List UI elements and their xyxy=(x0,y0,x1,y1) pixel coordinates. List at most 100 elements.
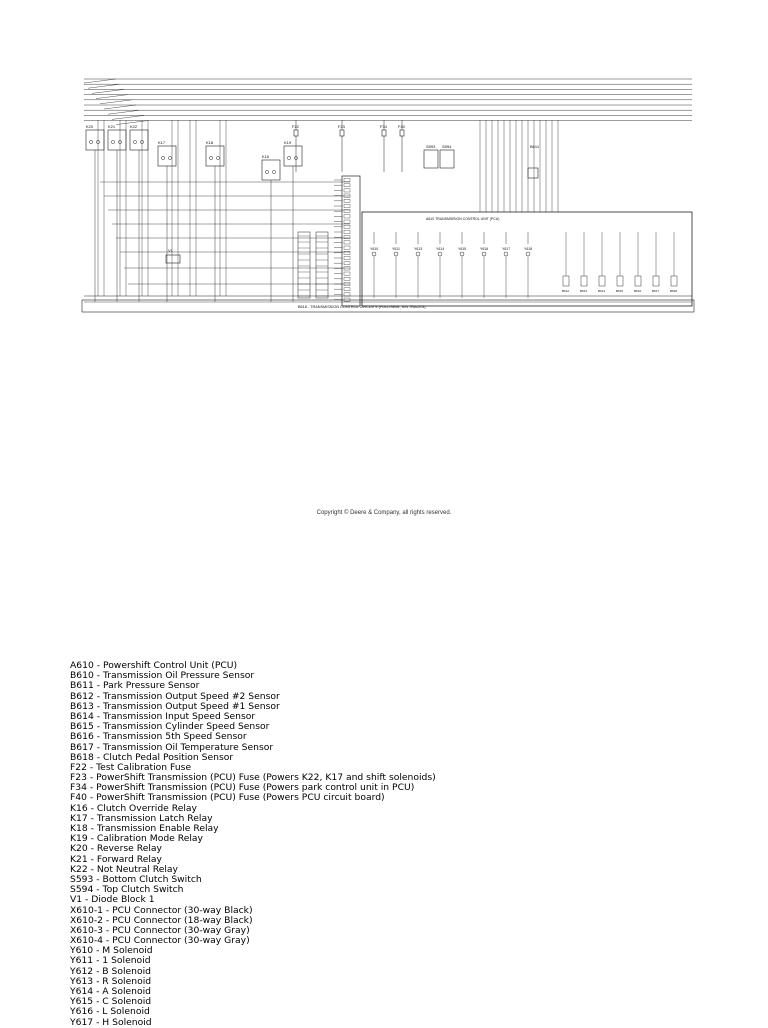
connector-pin xyxy=(343,277,351,281)
legend-item: B611 - Park Pressure Sensor xyxy=(70,680,200,692)
legend-item: F34 - PowerShift Transmission (PCU) Fuse… xyxy=(70,782,415,794)
solenoid-y616-label: Y616 xyxy=(480,247,488,251)
legend-item: Y615 - C Solenoid xyxy=(70,996,152,1008)
solenoid-y610 xyxy=(371,251,377,257)
legend-item: Y616 - L Solenoid xyxy=(70,1006,150,1018)
fuse-f34 xyxy=(381,129,387,137)
sensor-b616-label: B616 xyxy=(634,289,641,293)
connector-pin xyxy=(343,251,351,255)
relay-coil xyxy=(209,156,213,160)
sensor-b617-label: B617 xyxy=(652,289,659,293)
connector-pin xyxy=(343,245,351,250)
legend-item: B618 - Clutch Pedal Position Sensor xyxy=(70,751,234,763)
fuse-f40 xyxy=(399,129,405,137)
bus-tap xyxy=(115,120,149,125)
sensor-b611 xyxy=(527,167,539,179)
legend-item: B613 - Transmission Output Speed #1 Sens… xyxy=(70,700,280,712)
sensor-b618 xyxy=(670,275,678,287)
copyright-notice: Copyright © Deere & Company, all rights … xyxy=(316,510,452,516)
relay-k21-label: K21 xyxy=(108,124,116,129)
bus-tap xyxy=(111,115,145,120)
title-box xyxy=(81,299,695,313)
relay-coil xyxy=(133,140,137,144)
solenoid-y617 xyxy=(503,251,509,257)
connector-pin xyxy=(343,219,351,224)
relay-coil xyxy=(294,156,298,160)
connector-pin xyxy=(343,297,351,302)
solenoid-y614-label: Y614 xyxy=(436,247,444,251)
solenoid-y617-label: Y617 xyxy=(502,247,510,251)
connector-x610 xyxy=(341,175,361,307)
switch-s594-label: S594 xyxy=(442,144,452,149)
legend-item: F23 - PowerShift Transmission (PCU) Fuse… xyxy=(70,772,436,784)
legend-item: B615 - Transmission Cylinder Speed Senso… xyxy=(70,721,270,733)
relay-coil xyxy=(272,170,276,174)
connector-pin xyxy=(343,256,351,260)
sensor-b616 xyxy=(634,275,642,287)
sensor-b611-label: B611 xyxy=(530,144,540,149)
connector-pin xyxy=(343,225,351,229)
relay-k20 xyxy=(85,129,105,151)
solenoid-y613-label: Y613 xyxy=(414,247,422,251)
relay-k16-label: K16 xyxy=(262,154,270,159)
legend-item: S593 - Bottom Clutch Switch xyxy=(70,873,202,885)
relay-coil xyxy=(161,156,165,160)
legend-item: Y614 - A Solenoid xyxy=(70,986,151,997)
relay-coil xyxy=(265,170,269,174)
relay-coil xyxy=(287,156,291,160)
pcu-label: A610 TRANSMISSION CONTROL UNIT (PCU) xyxy=(426,217,499,221)
pcu-box xyxy=(361,211,693,307)
legend-item: F22 - Test Calibration Fuse xyxy=(70,761,192,773)
sensor-b618-label: B618 xyxy=(670,289,677,293)
relay-coil xyxy=(89,140,93,144)
connector-pin xyxy=(343,178,351,182)
solenoid-y611-label: Y611 xyxy=(392,247,400,251)
connector-pin xyxy=(343,282,351,286)
legend-item: K18 - Transmission Enable Relay xyxy=(70,823,219,834)
solenoid-y614 xyxy=(437,251,443,257)
connector-pin xyxy=(343,240,351,245)
sensor-b615-label: B615 xyxy=(616,289,623,293)
connector-pin xyxy=(343,214,351,219)
solenoid-y610-label: Y610 xyxy=(370,247,378,251)
legend-item: F40 - PowerShift Transmission (PCU) Fuse… xyxy=(70,792,385,804)
solenoid-y611 xyxy=(393,251,399,257)
connector-pin xyxy=(343,292,351,297)
connector-pin xyxy=(343,204,351,208)
connector-pin xyxy=(343,230,351,234)
connector-x610-column xyxy=(297,231,311,299)
switch-s593-label: S593 xyxy=(426,144,436,149)
solenoid-y618 xyxy=(525,251,531,257)
sensor-b615 xyxy=(616,275,624,287)
legend-item: B610 - Transmission Oil Pressure Sensor xyxy=(70,670,255,682)
legend-item: B614 - Transmission Input Speed Sensor xyxy=(70,710,256,722)
bus-tap xyxy=(87,84,121,89)
solenoid-y615 xyxy=(459,251,465,257)
solenoid-y616 xyxy=(481,251,487,257)
relay-coil xyxy=(111,140,115,144)
connector-pin xyxy=(343,287,351,291)
solenoid-y615-label: Y615 xyxy=(458,247,466,251)
sensor-b614-label: B614 xyxy=(598,289,605,293)
legend-item: K22 - Not Neutral Relay xyxy=(70,863,178,875)
legend-item: Y617 - H Solenoid xyxy=(70,1016,152,1028)
relay-k17 xyxy=(157,145,177,167)
relay-k22 xyxy=(129,129,149,151)
legend-item: S594 - Top Clutch Switch xyxy=(70,884,184,896)
solenoid-y613 xyxy=(415,251,421,257)
legend-item: K20 - Reverse Relay xyxy=(70,843,162,855)
sensor-b612-label: B612 xyxy=(562,289,569,293)
switch-s593 xyxy=(423,149,439,169)
fuse-f22 xyxy=(293,129,299,137)
legend-item: X610-1 - PCU Connector (30-way Black) xyxy=(70,904,253,916)
diagram-title: B618 - TRANSMISSION CONTROL CIRCUITS (FU… xyxy=(298,305,426,309)
relay-k22-label: K22 xyxy=(130,124,138,129)
legend-item: Y612 - B Solenoid xyxy=(70,965,152,977)
sensor-b617 xyxy=(652,275,660,287)
legend-item: B612 - Transmission Output Speed #2 Sens… xyxy=(70,690,280,702)
relay-k20-label: K20 xyxy=(86,124,94,129)
bus-tap xyxy=(91,89,125,94)
legend-item: A610 - Powershift Control Unit (PCU) xyxy=(70,660,238,671)
